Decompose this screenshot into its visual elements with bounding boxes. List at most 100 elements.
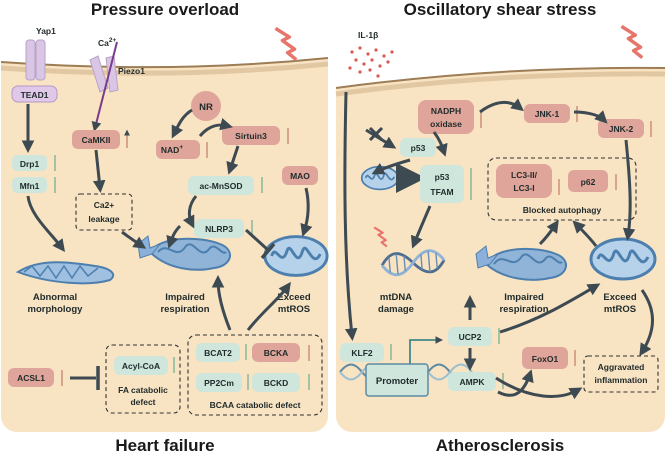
acmnsod-label: ac-MnSOD xyxy=(200,181,243,191)
bcaa-defect-box xyxy=(187,334,323,416)
mtdna-label-1: mtDNA xyxy=(380,292,412,303)
ucp2-node xyxy=(448,327,492,346)
promoter-node xyxy=(365,363,429,397)
nr-node xyxy=(191,91,221,121)
foxo1-node xyxy=(522,347,568,369)
exceed-label-2: mtROS xyxy=(278,304,310,315)
p53-tfam-node xyxy=(420,165,464,203)
acylcoa-label: Acyl-CoA xyxy=(122,361,160,371)
ca-label: Ca2+ xyxy=(98,37,116,48)
klf2-label: KLF2 xyxy=(351,348,373,358)
mao-label: MAO xyxy=(290,171,310,181)
p53b-label: p53 xyxy=(435,172,450,182)
impaired-r-label-1: Impaired xyxy=(504,292,544,303)
promoter-label: Promoter xyxy=(376,376,419,387)
inhibit-bar-icon xyxy=(260,242,276,260)
ampk-node xyxy=(448,372,496,391)
lc3-node xyxy=(496,164,552,198)
mitochondrion-icon xyxy=(589,237,657,281)
nlrp3-label: NLRP3 xyxy=(205,224,233,234)
right-title: Oscillatory shear stress xyxy=(404,0,597,19)
right-panel: Oscillatory shear stress Atherosclerosis… xyxy=(335,0,666,455)
p62-label: p62 xyxy=(581,177,596,187)
ca-leakage-box xyxy=(75,193,133,231)
bcka-label: BCKA xyxy=(264,348,289,358)
il1b-particles xyxy=(348,46,394,78)
ion-channel-icon xyxy=(89,55,119,93)
jnk2-node xyxy=(598,119,644,138)
camkii-label: CaMKII xyxy=(82,135,111,145)
tfam-label: TFAM xyxy=(430,187,453,197)
bcat2-node xyxy=(196,343,240,362)
pp2cm-label: PP2Cm xyxy=(204,378,234,388)
right-membrane xyxy=(335,66,666,89)
acsl1-node xyxy=(8,368,54,387)
il1b-label: IL-1β xyxy=(358,30,378,40)
right-outcome: Atherosclerosis xyxy=(436,436,565,455)
jnk2-label: JNK-2 xyxy=(609,124,634,134)
piezo1-label: Piezo1 xyxy=(118,66,145,76)
blocked-autophagy-box xyxy=(487,157,637,221)
nad-label: NAD+ xyxy=(161,144,183,155)
sirtuin3-node xyxy=(222,126,280,145)
bcat2-label: BCAT2 xyxy=(204,348,232,358)
left-title: Pressure overload xyxy=(91,0,239,19)
klf2-node xyxy=(340,343,384,362)
left-panel-background xyxy=(1,20,328,432)
sirtuin3-label: Sirtuin3 xyxy=(235,131,267,141)
tead1-node xyxy=(11,85,58,103)
abnormal-label-1: Abnormal xyxy=(33,292,77,303)
left-outcome: Heart failure xyxy=(115,436,214,455)
nadph-label-2: oxidase xyxy=(430,119,462,129)
drp1-node xyxy=(12,155,47,171)
aggravated-box xyxy=(583,355,659,393)
ucp2-label: UCP2 xyxy=(459,332,482,342)
exceed-r-label-1: Exceed xyxy=(603,292,636,303)
tead1-label: TEAD1 xyxy=(21,90,49,100)
ampk-label: AMPK xyxy=(459,377,485,387)
nadph-label-1: NADPH xyxy=(431,106,461,116)
impaired-label-1: Impaired xyxy=(165,292,205,303)
drp1-label: Drp1 xyxy=(20,159,40,169)
mtdna-label-2: damage xyxy=(378,304,414,315)
mitochondrion-icon xyxy=(263,235,329,277)
fa-defect-label-1: FA catabolic xyxy=(118,385,168,395)
yap1-label: Yap1 xyxy=(36,26,56,36)
p53-node xyxy=(400,138,436,157)
ion-channel-icon xyxy=(25,39,46,81)
p53-label: p53 xyxy=(411,143,426,153)
aggr-label-1: Aggravated xyxy=(598,362,645,372)
ca-leakage-label-1: Ca2+ xyxy=(94,200,115,210)
exceed-r-label-2: mtROS xyxy=(604,304,636,315)
abnormal-label-2: morphology xyxy=(28,304,84,315)
acsl1-label: ACSL1 xyxy=(17,373,45,383)
fa-defect-box xyxy=(105,344,181,414)
jnk1-label: JNK-1 xyxy=(535,109,560,119)
bcka-node xyxy=(252,343,300,362)
foxo1-label: FoxO1 xyxy=(532,354,559,364)
fa-defect-label-2: defect xyxy=(130,397,155,407)
exceed-label-1: Exceed xyxy=(277,292,310,303)
mitochondrion-icon xyxy=(15,261,115,285)
acmnsod-node xyxy=(188,176,254,195)
mao-node xyxy=(282,166,318,185)
mfn1-node xyxy=(12,177,47,193)
blocked-autophagy-label: Blocked autophagy xyxy=(523,205,602,215)
pp2cm-node xyxy=(196,373,242,392)
bckd-label: BCKD xyxy=(264,378,289,388)
acylcoa-node xyxy=(114,356,168,375)
jnk1-node xyxy=(524,104,570,123)
impaired-r-label-2: respiration xyxy=(499,304,548,315)
mfn1-label: Mfn1 xyxy=(20,181,40,191)
left-panel: Pressure overload Heart failure Yap1 TEA… xyxy=(0,0,331,455)
ca-leakage-label-2: leakage xyxy=(88,214,119,224)
camkii-node xyxy=(72,130,120,149)
nad-node xyxy=(156,140,200,159)
p62-node xyxy=(568,170,608,192)
impaired-label-2: respiration xyxy=(160,304,209,315)
nlrp3-node xyxy=(194,219,244,238)
bckd-node xyxy=(252,373,300,392)
mitochondrion-icon xyxy=(475,245,567,281)
aggr-label-2: inflammation xyxy=(595,375,648,385)
